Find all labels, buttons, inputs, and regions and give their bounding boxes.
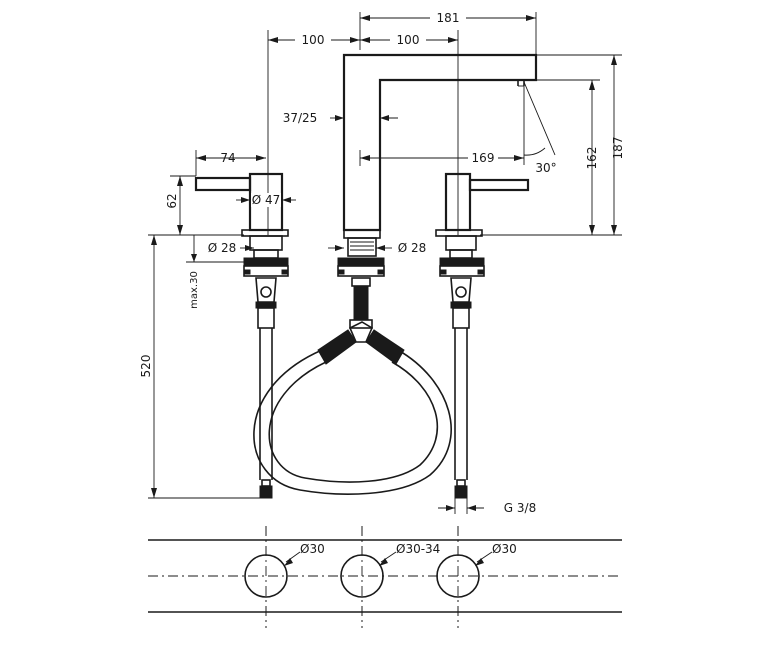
spout	[342, 53, 556, 232]
deck-hole-layout	[148, 526, 622, 628]
dim-height-lines	[480, 54, 622, 236]
center-shank	[337, 229, 385, 329]
dim-max30-lines	[186, 235, 244, 263]
connecting-hose	[253, 321, 452, 495]
dim-100-right: 100	[397, 33, 420, 47]
dim-max30: max.30	[189, 271, 200, 309]
right-handle	[435, 172, 530, 237]
dim-169: 169	[472, 151, 495, 165]
dim-62: 62	[165, 193, 179, 208]
hole-left-label: Ø30	[300, 542, 325, 556]
dim-37-25: 37/25	[283, 111, 318, 125]
dim-spout-thickness-lines	[330, 115, 398, 121]
dim-d28-left: Ø 28	[208, 241, 237, 255]
dim-handle-height-lines	[170, 175, 196, 235]
left-shank	[243, 235, 289, 499]
dim-187: 187	[611, 137, 625, 160]
right-shank	[439, 235, 485, 499]
dim-d47: Ø 47	[252, 193, 281, 207]
dim-shank-center-lines	[328, 245, 392, 251]
dim-d28-center: Ø 28	[398, 241, 427, 255]
dim-181: 181	[437, 11, 460, 25]
hole-right-label: Ø30	[492, 542, 517, 556]
dim-handle-length-lines	[195, 150, 266, 176]
dim-reach-lines	[359, 86, 525, 166]
dim-body-diameter-lines	[236, 197, 296, 203]
dim-162: 162	[585, 147, 599, 170]
hole-center-label: Ø30-34	[396, 542, 440, 556]
dim-74: 74	[220, 151, 235, 165]
deck-line	[148, 234, 270, 499]
dim-520: 520	[139, 355, 153, 378]
dim-g38: G 3/8	[504, 501, 536, 515]
dim-thread-lines	[438, 498, 484, 514]
dim-100-left: 100	[302, 33, 325, 47]
dim-angle-30: 30°	[535, 161, 556, 175]
